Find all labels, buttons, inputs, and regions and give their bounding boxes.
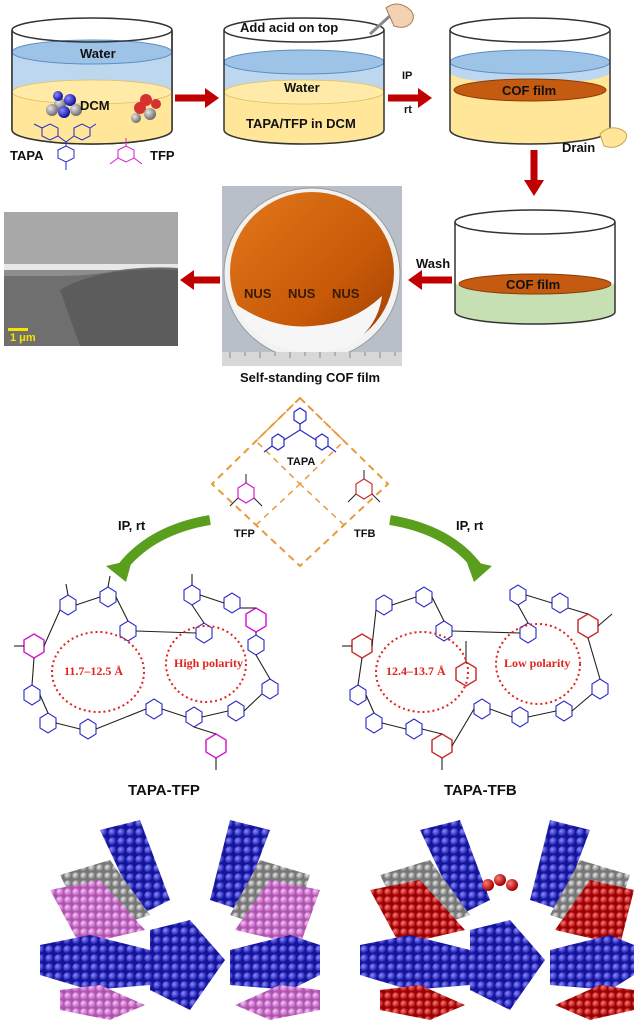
tapa-space-fill-icon bbox=[46, 91, 82, 118]
green-arrow-right bbox=[389, 515, 483, 572]
green-arrow-left-head bbox=[106, 560, 132, 582]
left-product-name: TAPA-TFP bbox=[128, 782, 200, 799]
left-pore-size: 11.7–12.5 Å bbox=[64, 664, 124, 678]
right-pore-size: 12.4–13.7 Å bbox=[386, 664, 446, 678]
tapa-tfb-3d-model bbox=[360, 820, 634, 1020]
arrow-2-head bbox=[418, 88, 432, 108]
pipette-hand-icon bbox=[368, 3, 414, 36]
tfp-label-2: TFP bbox=[234, 528, 255, 540]
photo-watermark-1: NUS bbox=[244, 286, 272, 301]
drain-label: Drain bbox=[562, 140, 596, 155]
tfb-label: TFB bbox=[354, 528, 376, 540]
arrow-4-head bbox=[408, 270, 422, 290]
right-polarity: Low polarity bbox=[504, 656, 571, 670]
add-acid-label: Add acid on top bbox=[240, 20, 339, 35]
left-condition: IP, rt bbox=[118, 518, 146, 533]
cof-film-label-1: COF film bbox=[502, 83, 557, 98]
tfp-structure-small bbox=[109, 138, 143, 165]
tfp-label-1: TFP bbox=[150, 148, 175, 163]
left-polarity: High polarity bbox=[174, 656, 244, 670]
ip-label: IP bbox=[402, 70, 413, 82]
tapa-tfb-framework bbox=[342, 584, 613, 770]
sem-scale-label: 1 μm bbox=[10, 332, 36, 344]
right-condition: IP, rt bbox=[456, 518, 484, 533]
tfp-space-fill-icon bbox=[131, 94, 161, 123]
water-label-2: Water bbox=[284, 80, 320, 95]
tapa-label-1: TAPA bbox=[10, 148, 44, 163]
arrow-1-head bbox=[205, 88, 219, 108]
rt-label: rt bbox=[404, 104, 412, 116]
tapa-label-2: TAPA bbox=[287, 456, 316, 468]
arrow-5-head bbox=[180, 270, 194, 290]
cof-film-photo bbox=[222, 186, 402, 366]
photo-watermark-2: NUS bbox=[288, 286, 316, 301]
tapa-structure-small bbox=[33, 123, 97, 170]
cof-film-label-2: COF film bbox=[506, 277, 561, 292]
beaker-3 bbox=[449, 17, 628, 148]
drain-puddle bbox=[599, 127, 628, 148]
photo-caption: Self-standing COF film bbox=[240, 370, 381, 385]
tapa-tfp-3d-model bbox=[40, 820, 320, 1020]
arrow-3-head bbox=[524, 180, 544, 196]
dcm-label: DCM bbox=[80, 98, 110, 113]
beaker-4 bbox=[454, 209, 616, 325]
sem-image bbox=[4, 212, 178, 346]
green-arrow-right-head bbox=[466, 560, 492, 582]
tapa-tfp-framework bbox=[14, 574, 279, 770]
monomer-diamond bbox=[210, 396, 390, 568]
beaker-1 bbox=[11, 17, 173, 170]
wash-label: Wash bbox=[416, 256, 451, 271]
water-label-1: Water bbox=[80, 46, 116, 61]
photo-watermark-3: NUS bbox=[332, 286, 360, 301]
solution-label: TAPA/TFP in DCM bbox=[246, 116, 356, 131]
beaker-2 bbox=[223, 17, 385, 145]
right-product-name: TAPA-TFB bbox=[444, 782, 517, 799]
